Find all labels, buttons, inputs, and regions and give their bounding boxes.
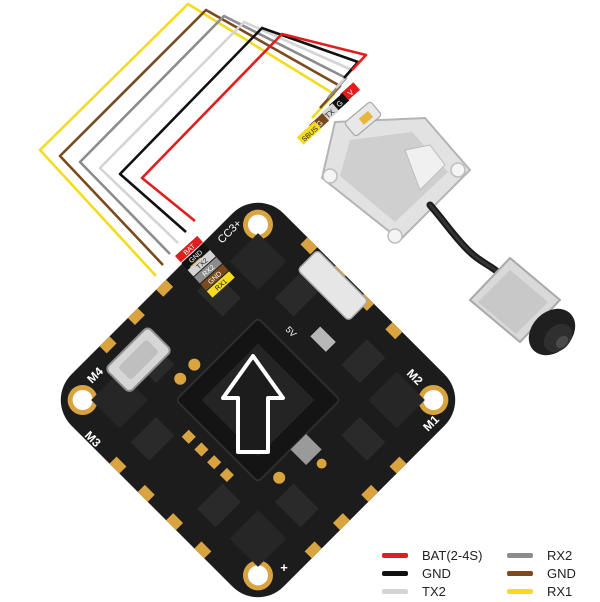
legend-swatch-gray [507, 553, 533, 558]
connector-socket [298, 251, 368, 320]
cam-label-g-1: G [334, 98, 344, 109]
legend-item-tx2: TX2 [382, 584, 446, 599]
legend-label-rx1: RX1 [547, 584, 573, 599]
wire-bundle [38, 2, 368, 277]
plus-mark: + [280, 560, 288, 575]
cam-label-v: V [346, 88, 356, 98]
mounting-holes [67, 209, 449, 591]
legend-label-rx2: RX2 [547, 548, 573, 563]
legend-item-rx2: RX2 [507, 548, 572, 563]
vtx-module [320, 101, 472, 244]
legend-swatch-yellow [507, 589, 533, 594]
legend-item-gnd-brown: GND [507, 566, 576, 581]
legend-swatch-white [382, 589, 408, 594]
wire-color-legend: BAT(2-4S) RX2 GND GND TX2 RX1 [382, 548, 597, 600]
wire-bat [140, 32, 368, 223]
legend-item-rx1: RX1 [507, 584, 572, 599]
cam-label-g-2: G [314, 118, 324, 129]
camera [468, 256, 576, 356]
connector-labels: BAT GND TX2 RX2 GND RX1 [175, 235, 235, 298]
legend-label-bat: BAT(2-4S) [422, 548, 483, 563]
legend-label-gnd-black: GND [422, 566, 451, 581]
direction-arrow-icon [221, 354, 285, 454]
legend-label-tx2: TX2 [422, 584, 446, 599]
legend-item-gnd-black: GND [382, 566, 451, 581]
legend-swatch-brown [507, 571, 533, 576]
legend-swatch-black [382, 571, 408, 576]
legend-label-gnd-brown: GND [547, 566, 576, 581]
legend-swatch-red [382, 553, 408, 558]
legend-item-bat: BAT(2-4S) [382, 548, 482, 563]
